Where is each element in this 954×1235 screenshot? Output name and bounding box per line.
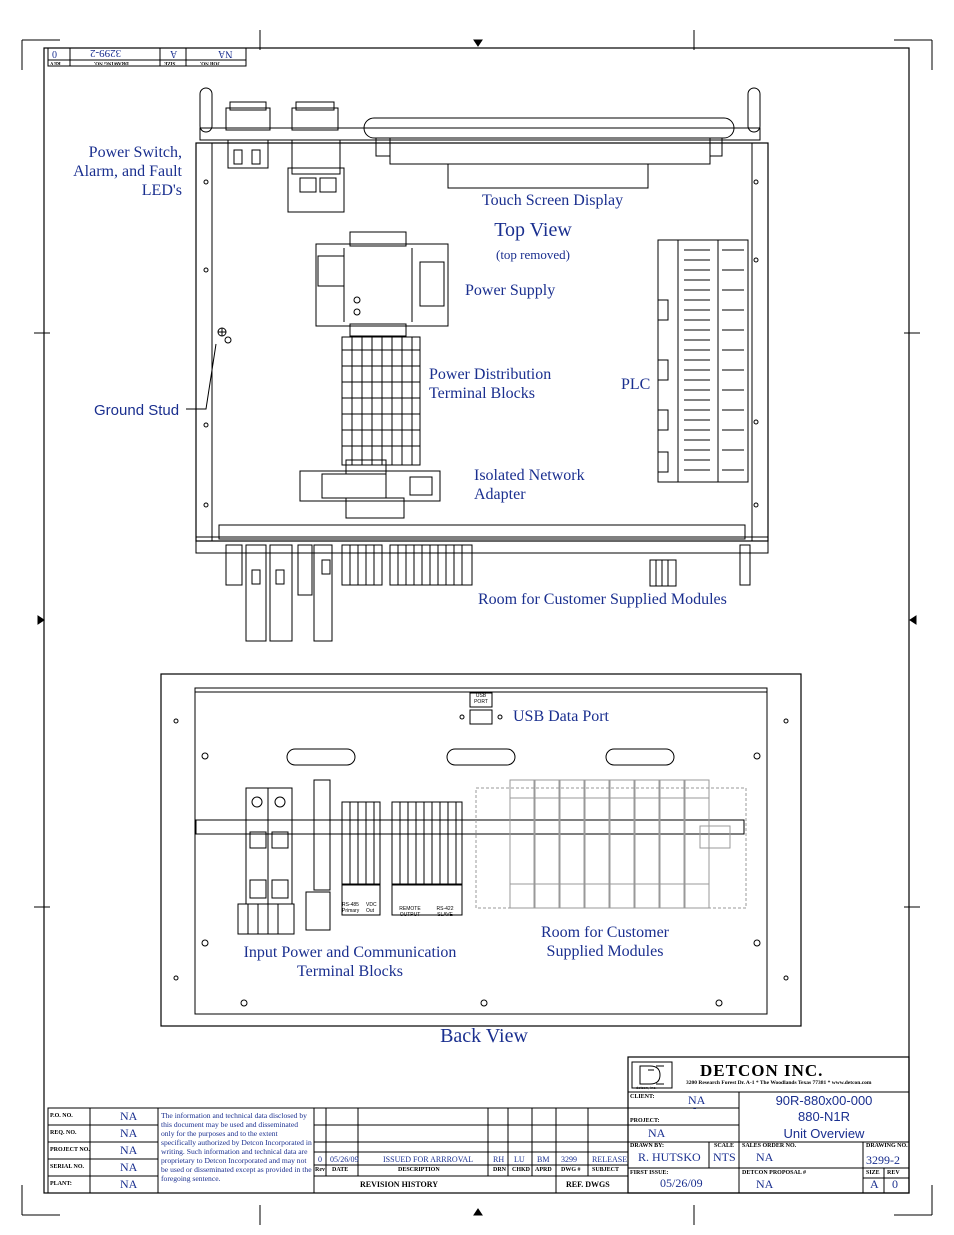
drawn-by-label: DRAWN BY: [630,1143,664,1149]
power-supply-label: Power Supply [465,282,556,299]
plant-value: NA [120,1177,138,1191]
first-issue-value: 05/26/09 [660,1176,703,1190]
plant-label: PLANT: [50,1181,72,1187]
corner-rev: 0 [52,48,57,59]
room-customer-top-label: Room for Customer Supplied Modules [478,591,727,608]
project-value: NA [648,1126,666,1140]
drawing-border [43,47,910,1194]
disclaimer-text: The information and technical data discl… [161,1111,312,1183]
rev-row-dwg: 3299 [561,1155,577,1164]
plc-label: PLC [621,376,651,393]
first-issue-label: FIRST ISSUE: [630,1170,669,1176]
po-label: P.O. NO. [50,1113,73,1119]
serial-label: SERIAL NO. [50,1164,85,1170]
project-no-value: NA [120,1143,138,1157]
size-label: SIZE [866,1170,880,1176]
terminal-tag-remote: REMOTE OUTPUT [399,906,421,918]
title-line-1: 90R-880x00-000 [775,1093,873,1108]
sales-order-value: NA [756,1150,774,1164]
client-value: NA [688,1093,706,1107]
crop-marks [21,30,933,1225]
top-view-drawing [186,87,769,642]
back-view-title: Back View [440,1025,528,1047]
req-value: NA [120,1126,138,1140]
proposal-value: NA [756,1177,774,1191]
corner-job-label: JOB NO. [200,60,220,65]
corner-block [47,47,247,67]
power-switch-label: Power Switch, Alarm, and Fault LED's [73,144,182,199]
rev-row-drn: RH [493,1155,505,1164]
ground-stud-label: Ground Stud [94,402,180,419]
usb-data-port-label: USB Data Port [513,708,609,725]
input-power-label: Input Power and Communication Terminal B… [243,944,457,980]
ref-dwgs-title: REF. DWGS [566,1180,610,1189]
company-address: 3200 Research Forest Dr. A-1 * The Woodl… [686,1080,872,1086]
req-label: REQ. NO. [50,1130,77,1136]
rev-header-description: DESCRIPTION [398,1167,440,1173]
title-line-3: Unit Overview [783,1126,865,1141]
serial-value: NA [120,1160,138,1174]
rev-header-subject: SUBJECT [592,1167,620,1173]
power-distribution-label: Power Distribution Terminal Blocks [429,366,552,402]
drawing-no-value: 3299-2 [866,1153,900,1167]
client-extra: - [693,1103,697,1114]
rev-header-chkd: CHKD [512,1167,530,1173]
terminal-tag-rs485: RS-485 Primary [342,902,360,914]
rev-header-aprd: APRD [535,1167,552,1173]
terminal-tag-vdc: VDC Out [366,902,377,914]
rev-row-chkd: LU [514,1155,525,1164]
sales-order-label: SALES ORDER NO. [742,1143,797,1149]
client-label: CLIENT: [630,1094,655,1100]
rev-header-dwg: DWG # [561,1167,581,1173]
title-block-lines [47,1056,910,1194]
rev-row-rev: 0 [318,1155,322,1164]
rev-row-subject: RELEASE [592,1155,628,1164]
touch-screen-label: Touch Screen Display [482,192,624,209]
room-customer-back-label: Room for Customer Supplied Modules [541,924,669,960]
rev-value: 0 [892,1177,898,1191]
corner-size-label: SIZE [164,60,176,65]
rev-row-date: 05/26/09 [330,1155,359,1164]
top-view-subtitle: (top removed) [495,247,570,262]
drawing-no-label: DRAWING NO. [866,1143,908,1149]
corner-rev-label: REV [50,60,61,65]
corner-size: A [170,48,178,59]
scale-value: NTS [713,1150,736,1164]
back-view-drawing [160,673,802,1027]
corner-drawing-label: DRAWING NO. [94,60,129,65]
rev-header-rev: Rev [315,1167,325,1173]
size-value: A [870,1177,879,1191]
project-label: PROJECT: [630,1118,660,1124]
corner-drawing-no: 3299-2 [90,47,122,59]
drawn-by-value: R. HUTSKO [638,1150,701,1164]
rev-header-drn: DRN [493,1167,506,1173]
terminal-tag-rs422: RS-422 SLAVE [436,906,454,918]
title-line-2: 880-N1R [797,1109,851,1124]
po-value: NA [120,1109,138,1123]
revision-history-title: REVISION HISTORY [360,1180,439,1189]
proposal-label: DETCON PROPOSAL # [742,1170,807,1176]
top-view-title: Top View [494,219,572,241]
project-no-label: PROJECT NO. [50,1147,90,1153]
company-name: DETCON INC. [700,1061,824,1080]
logo-caption: detcon, inc. [636,1085,657,1090]
rev-row-description: ISSUED FOR ARRROVAL [383,1155,474,1164]
corner-job-no: NA [218,48,233,59]
usb-tag: USB PORT [474,693,488,705]
scale-label: SCALE [714,1143,735,1149]
rev-row-aprd: BM [537,1155,550,1164]
rev-header-date: DATE [332,1167,349,1173]
isolated-network-label: Isolated Network Adapter [474,467,585,503]
rev-label: REV [887,1170,900,1176]
